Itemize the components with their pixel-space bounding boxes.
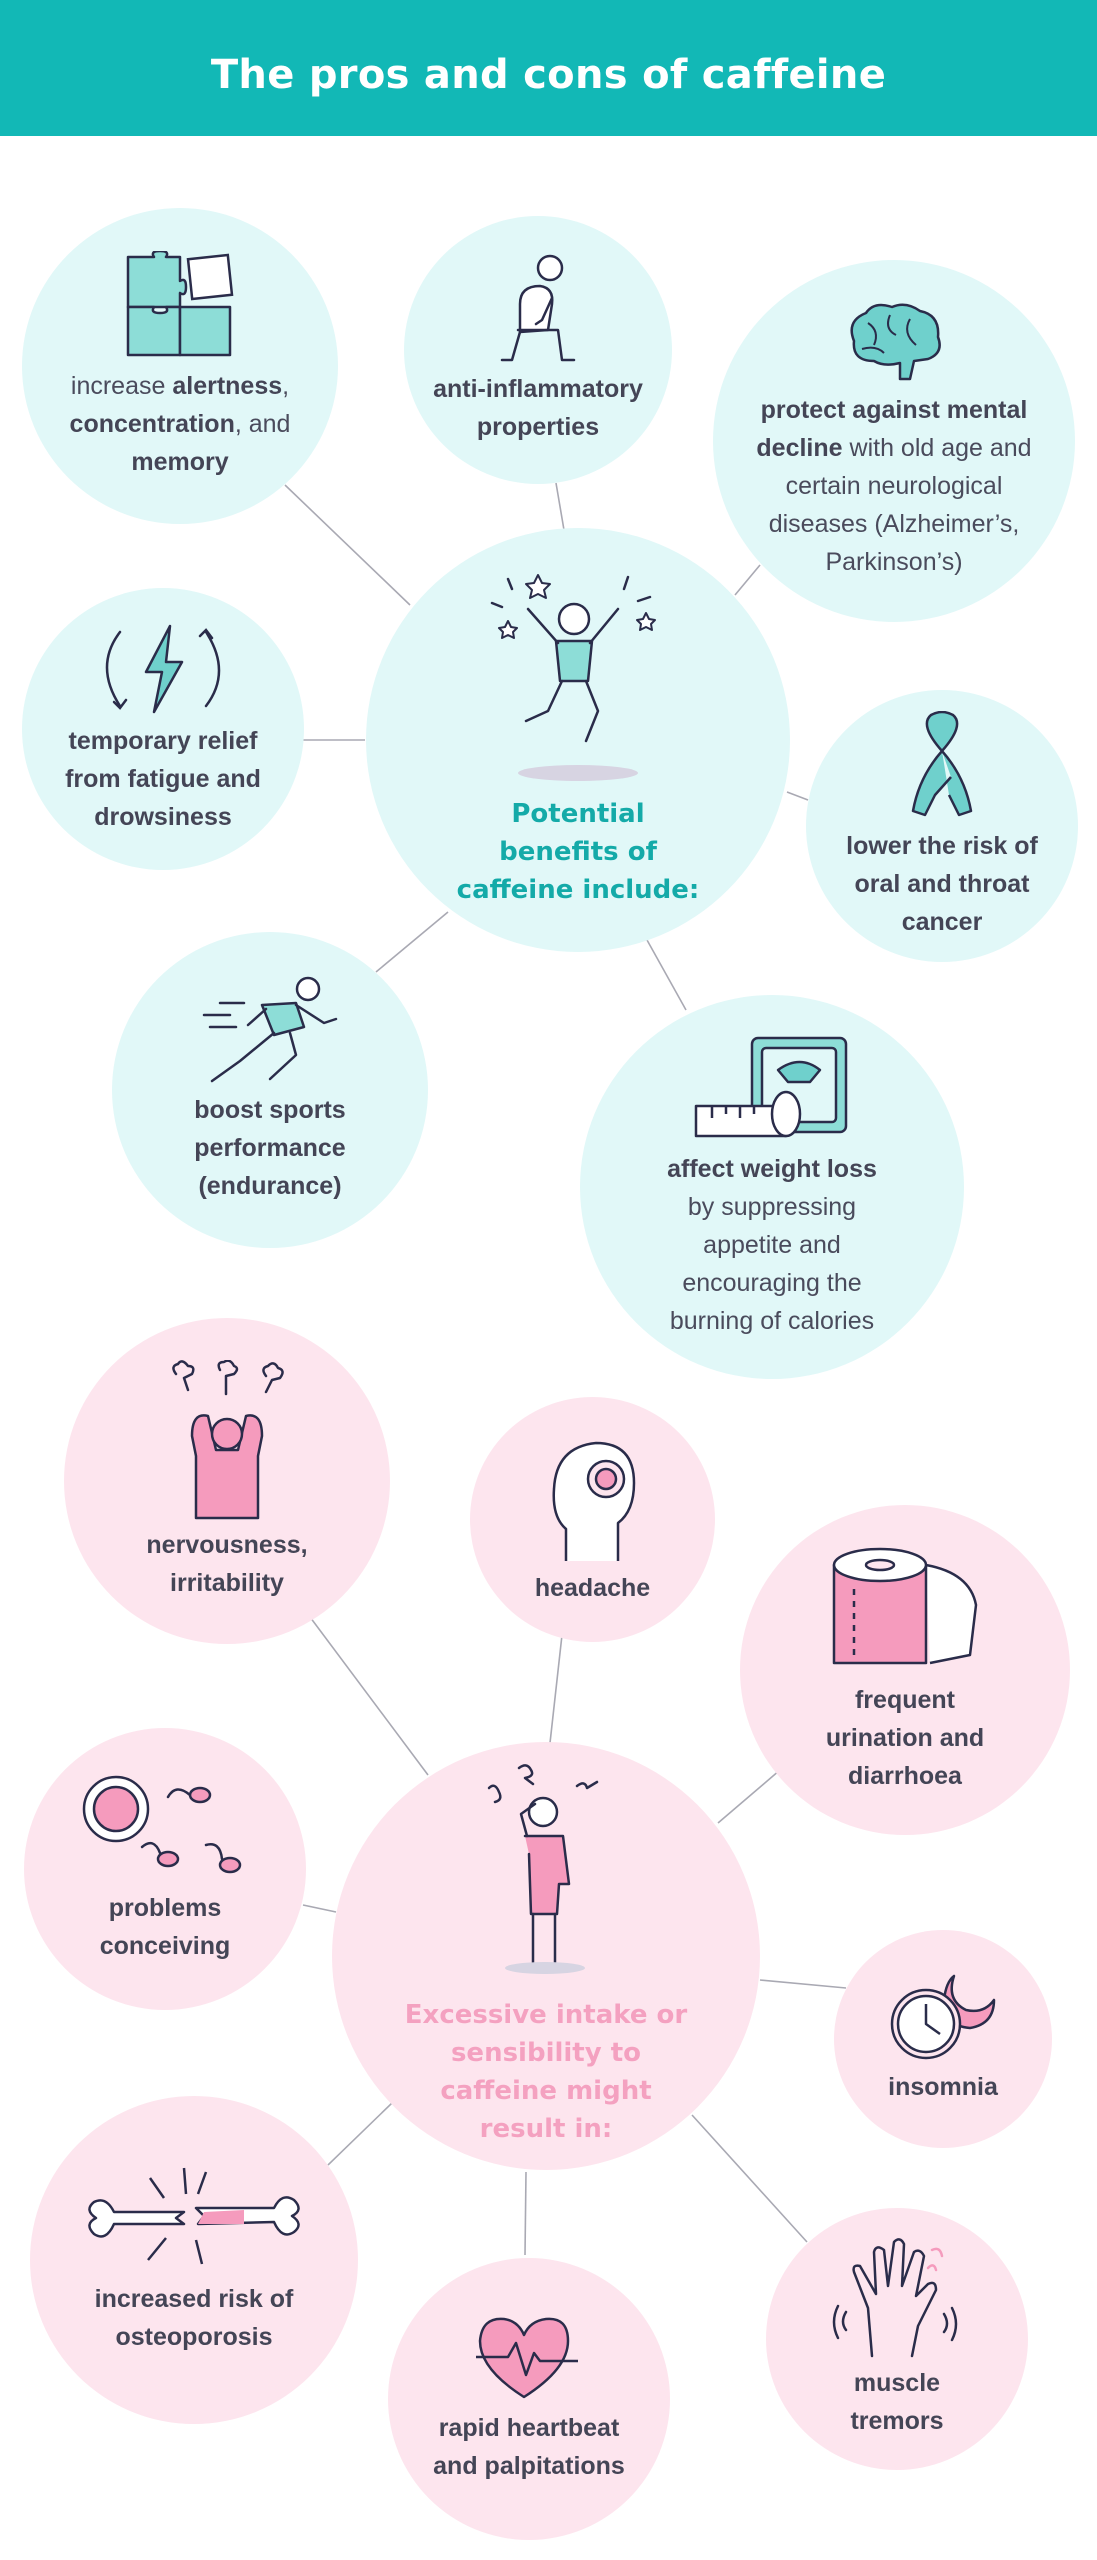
benefit-alertness: increase alertness, concentration, and m… — [22, 208, 338, 524]
broken-bone-icon — [88, 2167, 300, 2265]
shaking-hand-icon — [832, 2238, 958, 2358]
benefit-sports-label: boost sports performance (endurance) — [194, 1096, 346, 1200]
risk-nervousness: nervousness, irritability — [64, 1318, 390, 1644]
clock-moon-icon — [890, 1974, 996, 2060]
risk-conceiving: problems conceiving — [24, 1728, 306, 2010]
jumping-person-icon — [490, 574, 656, 743]
head-pain-icon — [552, 1441, 635, 1561]
benefit-weight-loss: affect weight loss by suppressing appeti… — [580, 995, 964, 1379]
confused-person-icon — [487, 1764, 599, 1974]
connector-line — [549, 1634, 563, 1744]
risk-headache: headache — [470, 1397, 715, 1642]
brain-icon — [850, 303, 941, 381]
benefit-fatigue-label: temporary relief from fatigue and drowsi… — [65, 727, 261, 831]
page-title: The pros and cons of caffeine — [210, 52, 887, 98]
shadow-ellipse — [518, 765, 638, 781]
connector-line — [717, 1769, 781, 1824]
puzzle-icon — [126, 251, 234, 357]
benefit-cancer-risk: lower the risk of oral and throat cancer — [806, 690, 1078, 962]
lightning-icon — [105, 624, 221, 714]
egg-sperm-icon — [82, 1775, 242, 1874]
connector-line — [734, 564, 761, 596]
connector-line — [759, 1979, 847, 1989]
benefit-sports-performance: boost sports performance (endurance) — [112, 932, 428, 1248]
risk-urination-label: frequent urination and diarrhoea — [825, 1686, 985, 1790]
risk-insomnia-label: insomnia — [888, 2073, 998, 2101]
risk-conceiving-label: problems conceiving — [99, 1894, 231, 1960]
risk-insomnia: insomnia — [834, 1930, 1052, 2148]
risk-osteoporosis-label: increased risk of osteoporosis — [94, 2285, 294, 2351]
connector-line — [309, 1616, 429, 1776]
sitting-person-icon — [500, 254, 576, 362]
risk-headache-label: headache — [534, 1573, 651, 1602]
running-person-icon — [202, 976, 338, 1083]
benefit-cancer-label: lower the risk of oral and throat cancer — [846, 832, 1038, 936]
risk-nervousness-label: nervousness, irritability — [146, 1531, 308, 1597]
frustrated-person-icon — [172, 1360, 284, 1520]
connector-line — [302, 1904, 337, 1913]
risk-heartbeat: rapid heartbeat and palpitations — [388, 2258, 670, 2540]
benefit-weight-label: affect weight loss by suppressing appeti… — [667, 1155, 877, 1335]
connector-line — [555, 482, 565, 531]
benefit-alertness-label: increase alertness, concentration, and m… — [69, 372, 291, 476]
connector-line — [284, 484, 411, 606]
risk-osteoporosis: increased risk of osteoporosis — [30, 2096, 358, 2424]
toilet-paper-icon — [832, 1547, 978, 1665]
risk-tremors-label: muscle tremors — [850, 2369, 944, 2435]
ribbon-icon — [911, 711, 973, 817]
header-banner: The pros and cons of caffeine — [0, 0, 1097, 136]
benefit-fatigue-relief: temporary relief from fatigue and drowsi… — [22, 588, 304, 870]
risks-title: Excessive intake or sensibility to caffe… — [404, 2000, 688, 2144]
connector-line — [646, 939, 687, 1011]
connector-line — [786, 791, 809, 801]
benefits-center: Potential benefits of caffeine include: — [366, 528, 790, 952]
risk-muscle-tremors: muscle tremors — [766, 2208, 1028, 2470]
benefit-mental-decline: protect against mental decline with old … — [713, 260, 1075, 622]
benefits-title: Potential benefits of caffeine include: — [456, 799, 700, 905]
risks-center: Excessive intake or sensibility to caffe… — [332, 1742, 760, 2170]
connector-line — [524, 2171, 527, 2256]
heart-pulse-icon — [476, 2317, 578, 2399]
connector-line — [691, 2114, 808, 2243]
risk-heartbeat-label: rapid heartbeat and palpitations — [433, 2414, 625, 2480]
risk-urination: frequent urination and diarrhoea — [740, 1505, 1070, 1835]
connector-line — [375, 911, 449, 973]
benefit-mental-decline-label: protect against mental decline with old … — [756, 396, 1032, 576]
benefit-anti-inflammatory: anti-inflammatory properties — [404, 216, 672, 484]
scale-tape-icon — [694, 1036, 848, 1138]
connector-line — [327, 2102, 393, 2166]
benefit-anti-inflammatory-label: anti-inflammatory properties — [433, 375, 643, 441]
